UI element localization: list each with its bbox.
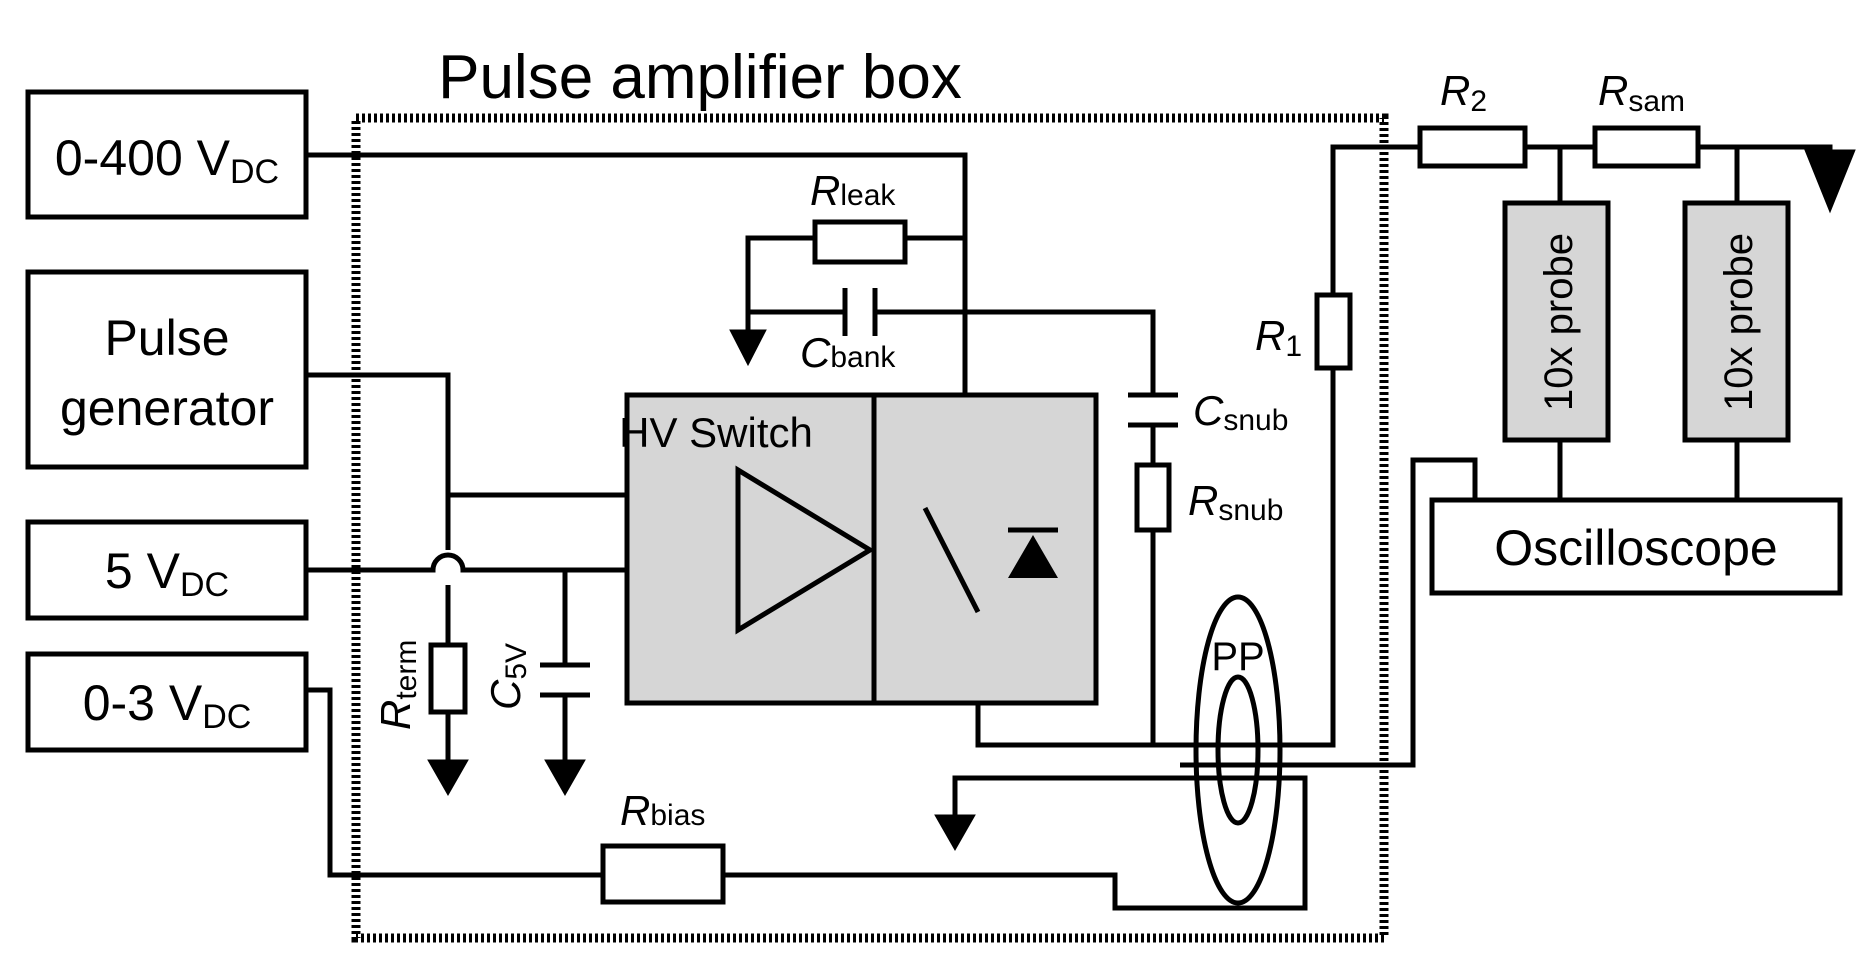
wire-pp-return <box>1180 457 1478 768</box>
label-r2: R2 <box>1440 67 1487 118</box>
label-c-snub: Csnub <box>1193 387 1288 437</box>
wire-r-leak <box>745 235 965 330</box>
diode-icon <box>1008 535 1058 578</box>
hv-supply-box: 0-400 VDC <box>25 89 309 220</box>
resistor-r-sam <box>1592 125 1701 169</box>
logic-supply-box: 5 VDC <box>25 519 309 621</box>
resistor-r-bias <box>600 843 726 905</box>
label-r-snub: Rsnub <box>1188 477 1283 527</box>
amplifier-triangle <box>735 465 875 635</box>
capacitor-c-bank <box>842 288 878 336</box>
resistor-r2 <box>1417 125 1528 169</box>
wire-hv-supply <box>306 152 968 495</box>
probe-1: 10x probe <box>1502 200 1611 443</box>
switch-lever <box>922 506 981 614</box>
svg-text:10x probe: 10x probe <box>1537 233 1581 411</box>
pulse-generator-label-2: generator <box>60 380 274 436</box>
oscilloscope-box: Oscilloscope <box>1429 497 1843 596</box>
ground-icon-c-bank <box>729 329 767 367</box>
pulse-generator-box: Pulse generator <box>25 269 309 470</box>
capacitor-c-snub <box>1128 392 1178 428</box>
label-c-bank: Cbank <box>800 329 896 376</box>
capacitor-c-5v <box>540 662 590 698</box>
svg-text:0-3 VDC: 0-3 VDC <box>83 675 252 736</box>
wire-bias <box>306 687 1308 911</box>
ground-icon-c-5v <box>544 759 586 797</box>
label-r-term: Rterm <box>372 640 423 730</box>
svg-text:5 VDC: 5 VDC <box>105 543 229 604</box>
wire-probe-taps <box>1557 147 1740 500</box>
label-r-bias: Rbias <box>620 787 705 834</box>
hv-switch-label: HV Switch <box>619 409 813 456</box>
svg-text:10x probe: 10x probe <box>1717 233 1761 411</box>
svg-text:Oscilloscope: Oscilloscope <box>1494 520 1777 576</box>
label-r-sam: Rsam <box>1598 67 1685 118</box>
pp-outer-ring <box>1193 594 1283 906</box>
svg-text:0-400 VDC: 0-400 VDC <box>55 130 279 191</box>
pp-label: PP <box>1211 635 1264 679</box>
probe-2: 10x probe <box>1682 200 1791 443</box>
label-c-5v: C5V <box>482 643 533 710</box>
resistor-r-leak <box>812 219 908 265</box>
ground-icon-output <box>1804 149 1856 214</box>
bias-supply-box: 0-3 VDC <box>25 651 309 753</box>
ground-icon-bias <box>934 814 976 852</box>
pulse-generator-label-1: Pulse <box>104 310 229 366</box>
wire-output <box>1200 144 1420 748</box>
resistor-r-term <box>428 642 468 715</box>
label-r1: R1 <box>1255 312 1302 363</box>
resistor-r1 <box>1314 292 1353 371</box>
resistor-r-snub <box>1134 462 1172 533</box>
amplifier-box-title: Pulse amplifier box <box>438 43 962 112</box>
pp-inner-ring <box>1215 674 1261 826</box>
hv-switch-module: HV Switch <box>619 392 1099 706</box>
label-r-leak: Rleak <box>810 167 896 214</box>
wire-pulse-gen <box>306 372 451 550</box>
wire-c-bank <box>748 309 1156 395</box>
wire-5v-supply <box>306 552 627 573</box>
ground-icon-r-term <box>427 759 469 797</box>
